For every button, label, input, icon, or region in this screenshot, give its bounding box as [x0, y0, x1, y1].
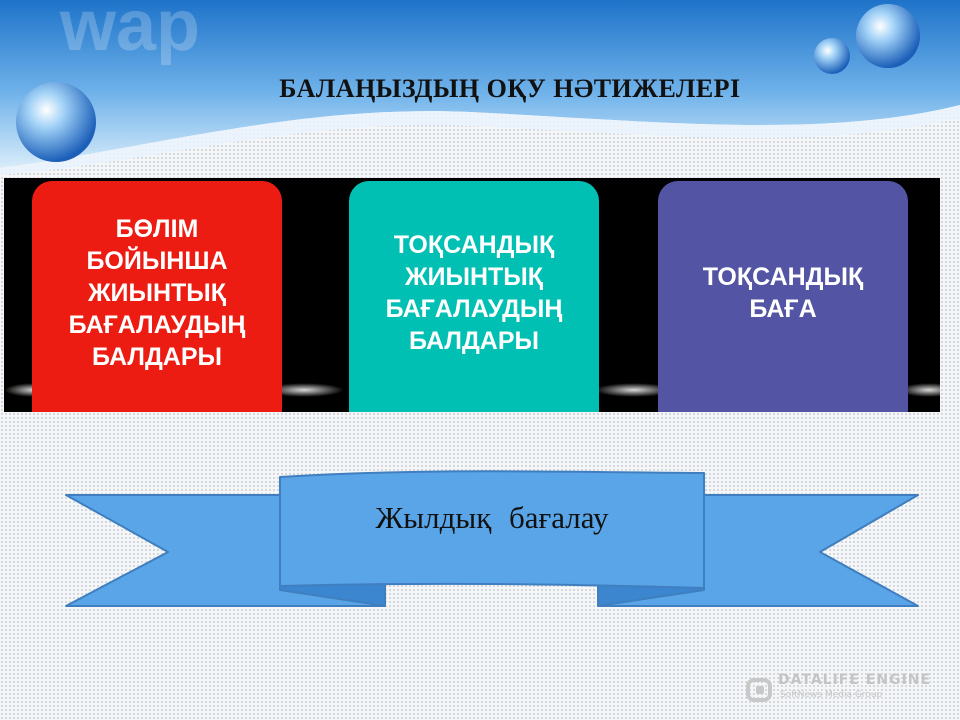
highlight: [594, 383, 674, 397]
card-section-summative-scores: БӨЛІМ БОЙЫНША ЖИЫНТЫҚ БАҒАЛАУДЫҢ БАЛДАРЫ: [32, 181, 282, 412]
annual-assessment-label: Жылдық бағалау: [375, 500, 609, 535]
ribbon-banner: [65, 470, 919, 607]
watermark: DATALIFE ENGINE SoftNews Media Group: [746, 670, 946, 710]
card-label: ТОҚСАНДЫҚ ЖИЫНТЫҚ БАҒАЛАУДЫҢ БАЛДАРЫ: [385, 231, 563, 355]
watermark-subtitle: SoftNews Media Group: [780, 690, 883, 700]
card-term-grade: ТОҚСАНДЫҚ БАҒА: [658, 181, 908, 412]
results-cards-strip: БӨЛІМ БОЙЫНША ЖИЫНТЫҚ БАҒАЛАУДЫҢ БАЛДАРЫ…: [4, 178, 940, 412]
card-label: БӨЛІМ БОЙЫНША ЖИЫНТЫҚ БАҒАЛАУДЫҢ БАЛДАРЫ: [68, 215, 246, 371]
datalife-logo-icon: [746, 678, 772, 702]
card-label: ТОҚСАНДЫҚ БАҒА: [702, 263, 864, 323]
bubble-right-small: [814, 38, 850, 74]
ribbon-center-panel: [279, 470, 705, 589]
svg-text:wap: wap: [59, 0, 200, 66]
bubble-left: [16, 82, 96, 162]
highlight: [899, 383, 940, 397]
slide-title: БАЛАҢЫЗДЫҢ ОҚУ НӘТИЖЕЛЕРІ: [279, 74, 741, 103]
bubble-right-large: [856, 4, 920, 68]
highlight: [264, 383, 344, 397]
header-decoration: wap: [0, 0, 960, 175]
watermark-title: DATALIFE ENGINE: [778, 672, 932, 688]
card-term-summative-scores: ТОҚСАНДЫҚ ЖИЫНТЫҚ БАҒАЛАУДЫҢ БАЛДАРЫ: [349, 181, 599, 412]
